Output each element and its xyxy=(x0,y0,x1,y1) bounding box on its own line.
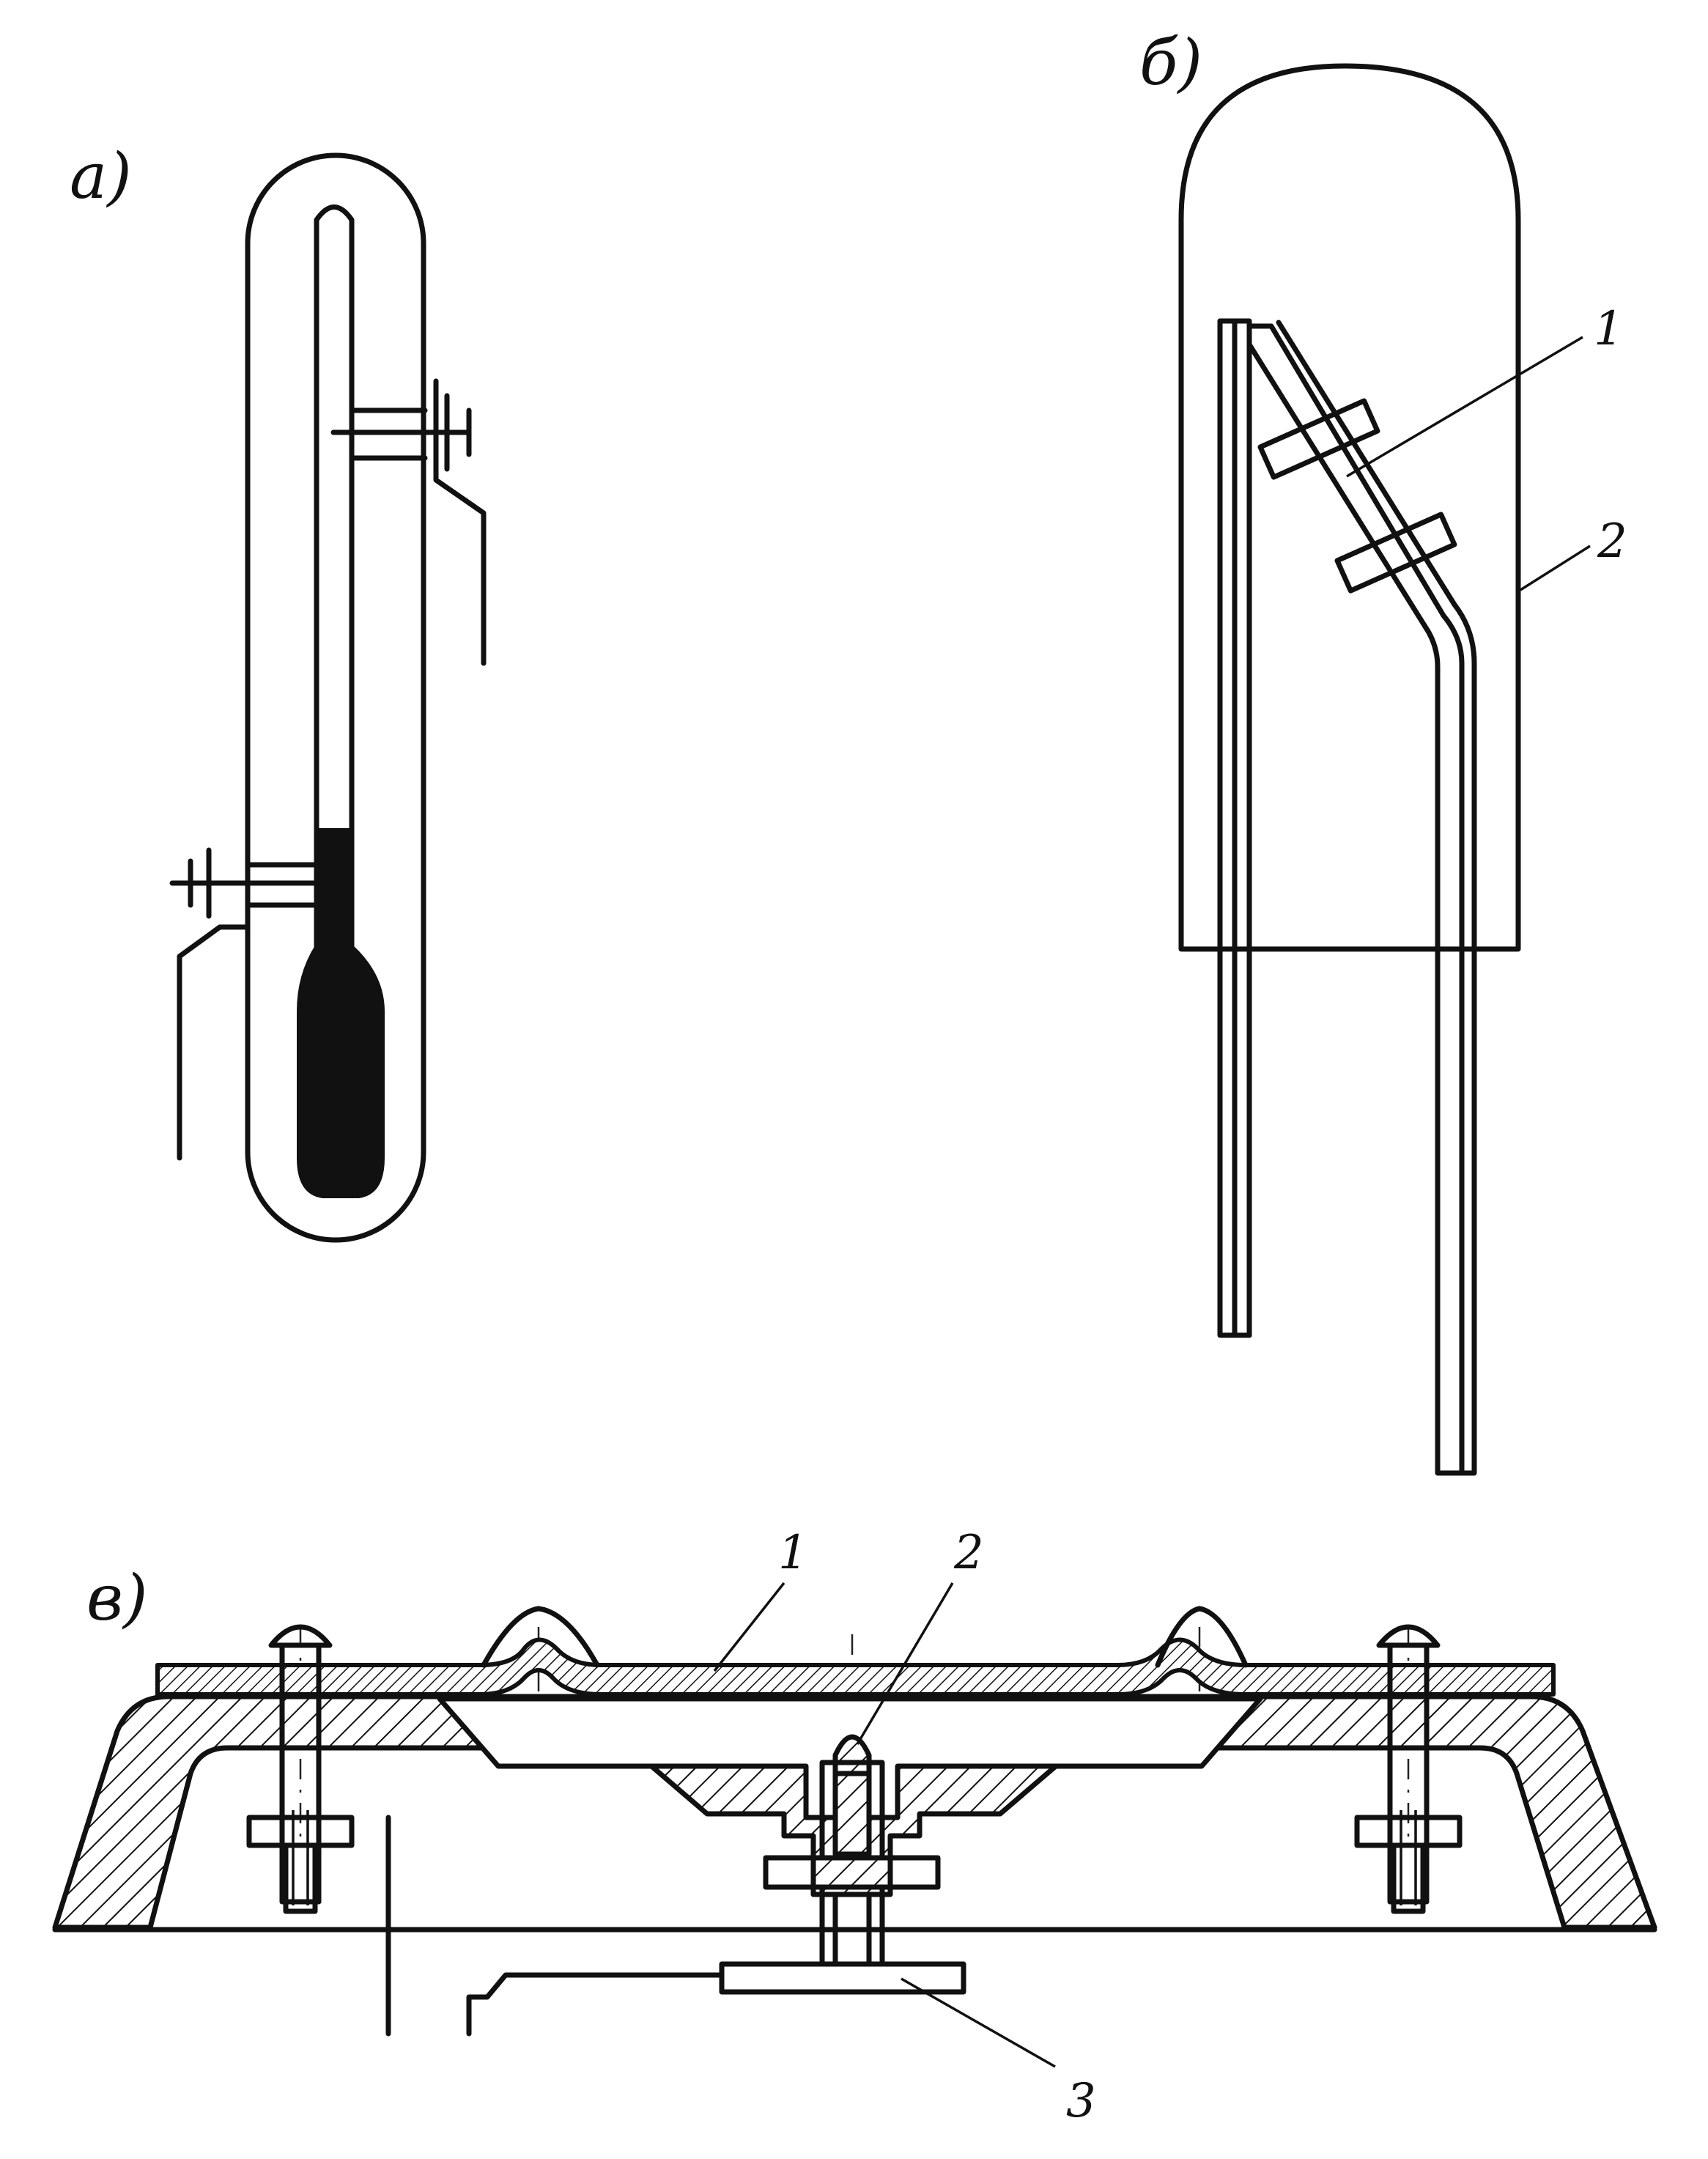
panel-b-label: б) xyxy=(1139,26,1202,100)
panel-a-contact-thermometer: а) xyxy=(70,140,487,1243)
membrane xyxy=(155,1637,1556,1697)
lower-electrode xyxy=(169,847,319,1161)
lead-right xyxy=(466,1972,725,2037)
housing xyxy=(52,1694,1657,1930)
callout-1-leader xyxy=(1346,336,1583,478)
panel-c-label: в) xyxy=(86,1562,148,1635)
fixed-reed xyxy=(1217,318,1252,1338)
mercury-bulb xyxy=(297,945,385,1198)
callout-c1-leader xyxy=(713,1582,785,1672)
glass-bulb xyxy=(1178,63,1521,952)
callout-c2-leader xyxy=(856,1582,954,1745)
membrane-cavity xyxy=(437,1696,1263,1820)
left-screw xyxy=(246,1624,355,1914)
callout-c3-leader xyxy=(901,1977,1056,2068)
moving-reed xyxy=(1246,320,1477,1476)
upper-electrode xyxy=(330,378,487,666)
left-dome xyxy=(481,1606,600,1668)
callout-1-label: 1 xyxy=(1594,302,1624,356)
panel-c-membrane-switch: в) xyxy=(52,1526,1657,2128)
contact-assembly xyxy=(719,1760,966,1995)
callout-c1-label: 1 xyxy=(778,1526,808,1580)
outer-glass-envelope xyxy=(245,152,426,1243)
callout-2-label: 2 xyxy=(1597,514,1627,569)
callout-c2-label: 2 xyxy=(953,1526,984,1580)
right-screw xyxy=(1354,1624,1463,1914)
right-dome xyxy=(1155,1606,1249,1668)
callout-c3-label: 3 xyxy=(1066,2074,1096,2128)
callout-2-leader xyxy=(1520,545,1591,591)
panel-b-reed-switch: б) 1 2 xyxy=(1139,26,1627,1476)
center-lines xyxy=(299,1627,1410,1847)
contact-pads xyxy=(1257,398,1457,594)
capillary-tube xyxy=(314,204,355,1044)
panel-a-label: а) xyxy=(70,140,132,213)
